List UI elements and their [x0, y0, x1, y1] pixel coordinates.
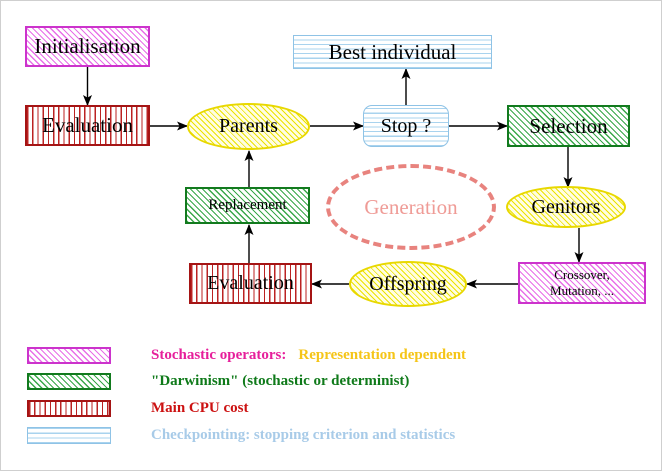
- node-offspring-label: Offspring: [369, 272, 447, 295]
- legend-swatch-red-vertical-hatch: [27, 399, 111, 417]
- node-parents[interactable]: Parents: [187, 103, 310, 150]
- legend-swatch-blue-horizontal-hatch: [27, 426, 111, 444]
- legend-swatch-magenta-diagonal-hatch: [27, 346, 111, 364]
- node-best-individual[interactable]: Best individual: [293, 35, 492, 69]
- node-selection-label: Selection: [529, 113, 608, 138]
- node-generation-label: Generation: [364, 194, 458, 219]
- node-offspring[interactable]: Offspring: [349, 261, 467, 307]
- legend-label-checkpointing: Checkpointing: stopping criterion and st…: [151, 426, 456, 443]
- node-evaluation-top[interactable]: Evaluation: [25, 105, 150, 146]
- node-crossover-line2: Mutation, ...: [550, 283, 614, 298]
- legend-swatch-green-diagonal-hatch: [27, 372, 111, 390]
- node-stop-label: Stop ?: [380, 114, 432, 137]
- legend-label-representation-dependent: Representation dependent: [298, 346, 467, 363]
- legend: Stochastic operators: Representation dep…: [1, 337, 661, 467]
- legend-row-darwinism: "Darwinism" (stochastic or determinist): [27, 372, 409, 390]
- node-replacement[interactable]: Replacement: [185, 187, 310, 224]
- node-initialisation[interactable]: Initialisation: [25, 26, 150, 67]
- legend-label-stochastic-operators: Stochastic operators:: [151, 346, 287, 363]
- node-crossover-mutation-label: Crossover, Mutation, ...: [548, 267, 616, 299]
- node-evaluation-bottom[interactable]: Evaluation: [189, 263, 312, 304]
- legend-row-main-cpu-cost: Main CPU cost: [27, 399, 249, 417]
- node-parents-label: Parents: [219, 115, 278, 137]
- node-genitors-label: Genitors: [531, 195, 601, 218]
- legend-row-checkpointing: Checkpointing: stopping criterion and st…: [27, 426, 455, 444]
- node-crossover-line1: Crossover,: [554, 267, 610, 283]
- node-stop-decision[interactable]: Stop ?: [363, 105, 449, 147]
- node-evaluation-bottom-label: Evaluation: [207, 272, 294, 294]
- node-best-individual-label: Best individual: [328, 39, 457, 64]
- node-genitors[interactable]: Genitors: [506, 186, 626, 228]
- legend-label-darwinism: "Darwinism" (stochastic or determinist): [151, 372, 410, 389]
- legend-label-main-cpu-cost: Main CPU cost: [151, 399, 249, 416]
- node-initialisation-label: Initialisation: [34, 34, 141, 59]
- node-selection[interactable]: Selection: [507, 105, 630, 147]
- node-crossover-mutation[interactable]: Crossover, Mutation, ...: [518, 262, 646, 304]
- node-generation-loop: Generation: [326, 164, 496, 250]
- node-evaluation-top-label: Evaluation: [42, 113, 133, 138]
- node-replacement-label: Replacement: [208, 196, 287, 213]
- legend-row-stochastic-operators: Stochastic operators: Representation dep…: [27, 346, 466, 364]
